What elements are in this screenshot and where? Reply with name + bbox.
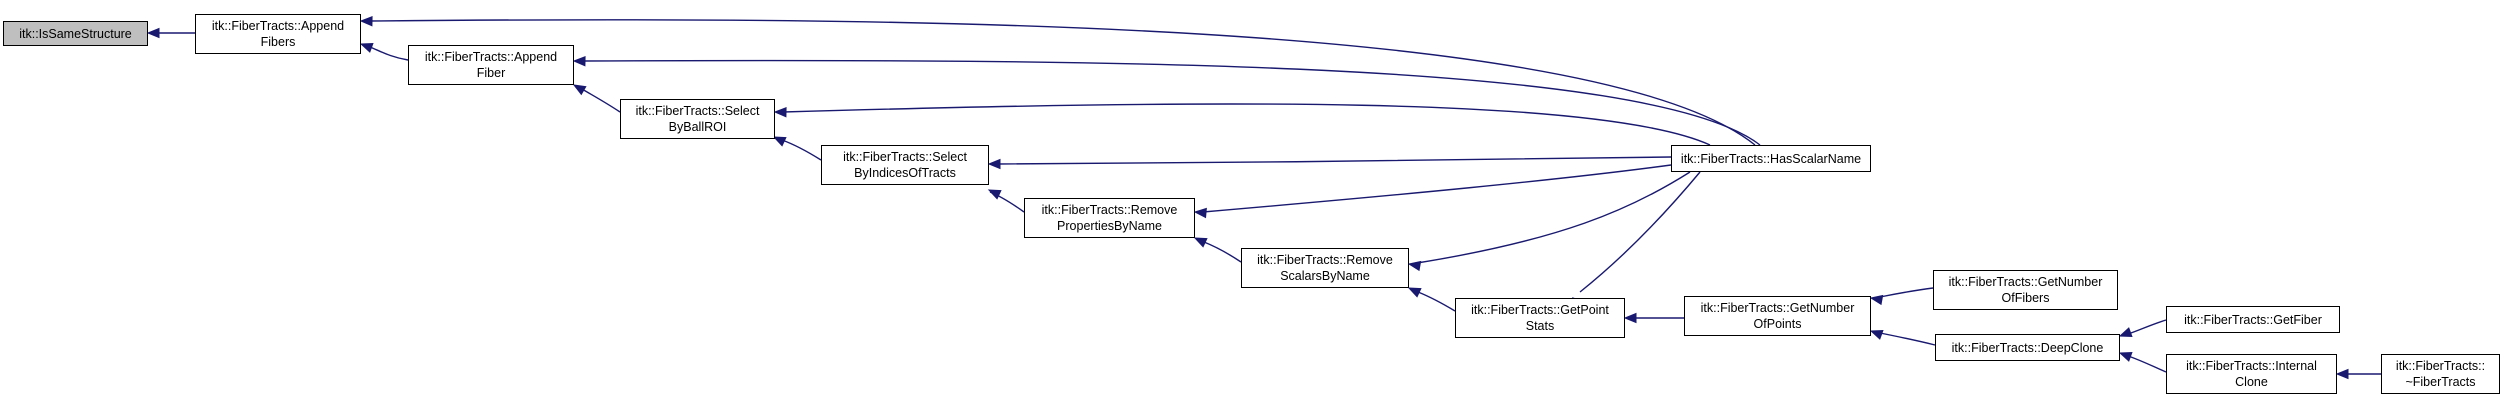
node-get-number-of-fibers[interactable]: itk::FiberTracts::GetNumber OfFibers (1933, 270, 2118, 310)
edge-select-roi-to-append-fiber (572, 84, 621, 113)
node-deep-clone[interactable]: itk::FiberTracts::DeepClone (1935, 334, 2120, 361)
edge-destructor-to-internal-clone (2335, 368, 2381, 380)
edge-get-point-stats-to-remove-scalars (1407, 287, 1456, 312)
edge-has-scalar-to-get-point-stats (1571, 171, 1701, 310)
edge-get-point-stats-to-remove-scalars-arrowhead (1407, 287, 1422, 298)
node-select-by-indices-of-tracts[interactable]: itk::FiberTracts::Select ByIndicesOfTrac… (821, 145, 989, 185)
edge-has-scalar-to-select-indices-arrowhead (987, 158, 1001, 170)
edge-get-number-fibers-to-get-number-points (1869, 287, 1934, 306)
edge-remove-props-to-select-indices-arrowhead (987, 189, 1002, 200)
edge-select-indices-to-select-roi-line (781, 139, 822, 161)
edge-remove-scalars-to-remove-props-line (1203, 241, 1242, 263)
edge-internal-clone-to-deep-clone-arrowhead (2118, 352, 2133, 362)
edge-has-scalar-to-select-roi (773, 103, 1711, 146)
edge-get-number-fibers-to-get-number-points-arrowhead (1869, 294, 1884, 306)
node-has-scalar-name[interactable]: itk::FiberTracts::HasScalarName (1671, 145, 1871, 172)
edge-append-fibers-to-is-same-arrowhead (146, 27, 160, 39)
edge-has-scalar-to-append-fibers-arrowhead (359, 15, 373, 27)
node-internal-clone[interactable]: itk::FiberTracts::Internal Clone (2166, 354, 2337, 394)
edge-has-scalar-to-remove-props-arrowhead (1193, 207, 1207, 219)
edge-deep-clone-to-get-number-points (1869, 330, 1936, 346)
edge-remove-scalars-to-remove-props-arrowhead (1193, 237, 1208, 248)
edge-get-point-stats-to-remove-scalars-line (1417, 291, 1456, 312)
edge-has-scalar-to-get-point-stats-line (1579, 171, 1701, 293)
edge-has-scalar-to-remove-scalars-arrowhead (1407, 260, 1422, 272)
edge-has-scalar-to-select-indices (987, 156, 1672, 170)
edge-get-number-fibers-to-get-number-points-line (1879, 287, 1934, 298)
edge-has-scalar-to-select-roi-arrowhead (773, 106, 787, 118)
edge-has-scalar-to-remove-props-line (1202, 164, 1672, 213)
edge-has-scalar-to-remove-scalars (1407, 171, 1691, 272)
edge-select-indices-to-select-roi (772, 136, 822, 161)
edge-get-number-points-to-get-point-stats (1623, 312, 1684, 324)
node-get-fiber[interactable]: itk::FiberTracts::GetFiber (2166, 306, 2340, 333)
edge-get-fiber-to-deep-clone (2118, 319, 2167, 337)
node-remove-scalars-by-name[interactable]: itk::FiberTracts::Remove ScalarsByName (1241, 248, 1409, 288)
node-append-fiber[interactable]: itk::FiberTracts::Append Fiber (408, 45, 574, 85)
edge-has-scalar-to-append-fiber-line (581, 59, 1761, 146)
node-select-by-ball-roi[interactable]: itk::FiberTracts::Select ByBallROI (620, 99, 775, 139)
edge-select-roi-to-append-fiber-arrowhead (572, 84, 587, 96)
edge-has-scalar-to-remove-scalars-line (1416, 171, 1691, 264)
edge-append-fiber-to-append-fibers-line (369, 46, 409, 61)
node-remove-properties-by-name[interactable]: itk::FiberTracts::Remove PropertiesByNam… (1024, 198, 1195, 238)
node-append-fibers[interactable]: itk::FiberTracts::Append Fibers (195, 14, 361, 54)
edge-deep-clone-to-get-number-points-line (1879, 332, 1936, 346)
node-is-same-structure: itk::IsSameStructure (3, 21, 148, 46)
edge-has-scalar-to-append-fibers-line (369, 19, 1756, 146)
edge-remove-props-to-select-indices (987, 189, 1025, 213)
node-get-number-of-points[interactable]: itk::FiberTracts::GetNumber OfPoints (1684, 296, 1871, 336)
edge-has-scalar-to-select-indices-line (997, 156, 1672, 165)
edge-get-fiber-to-deep-clone-line (2127, 319, 2167, 335)
edge-has-scalar-to-select-roi-line (782, 103, 1711, 146)
edge-get-fiber-to-deep-clone-arrowhead (2118, 327, 2133, 337)
edge-select-roi-to-append-fiber-line (581, 88, 621, 113)
edge-internal-clone-to-deep-clone (2118, 352, 2167, 373)
edge-append-fibers-to-is-same (146, 27, 195, 39)
edge-get-number-points-to-get-point-stats-arrowhead (1623, 312, 1637, 324)
edge-destructor-to-internal-clone-arrowhead (2335, 368, 2349, 380)
node-destructor[interactable]: itk::FiberTracts:: ~FiberTracts (2381, 354, 2500, 394)
edge-deep-clone-to-get-number-points-arrowhead (1869, 330, 1884, 340)
node-get-point-stats[interactable]: itk::FiberTracts::GetPoint Stats (1455, 298, 1625, 338)
edge-has-scalar-to-append-fibers (359, 15, 1756, 146)
edge-select-indices-to-select-roi-arrowhead (772, 136, 787, 147)
edge-append-fiber-to-append-fibers-arrowhead (359, 43, 374, 53)
edge-remove-scalars-to-remove-props (1193, 237, 1242, 263)
edge-internal-clone-to-deep-clone-line (2127, 355, 2167, 373)
edge-has-scalar-to-append-fiber (572, 55, 1761, 146)
edge-has-scalar-to-remove-props (1193, 164, 1672, 219)
edge-append-fiber-to-append-fibers (359, 43, 409, 61)
edge-has-scalar-to-append-fiber-arrowhead (572, 55, 586, 67)
